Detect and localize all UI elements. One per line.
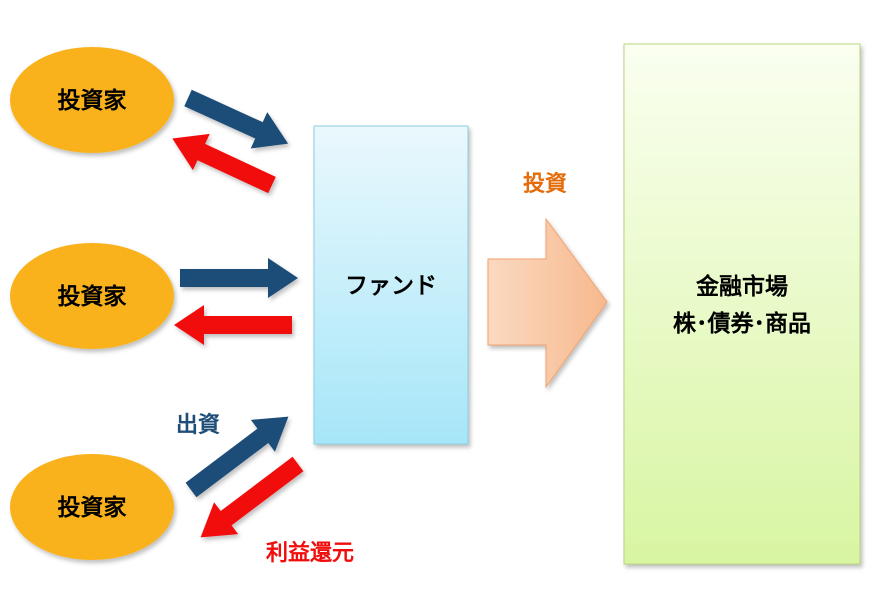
- market-label-line1: 金融市場: [695, 273, 788, 300]
- investor-label-3: 投資家: [58, 494, 127, 521]
- arrow-right-icon: [180, 258, 298, 298]
- investor-label-1: 投資家: [58, 87, 127, 114]
- profit-return-label: 利益還元: [266, 540, 354, 566]
- fund-label: ファンド: [345, 273, 437, 299]
- contribution-arrow-3: [185, 416, 289, 498]
- investor-node-1: [10, 47, 174, 153]
- arrow-left-icon: [174, 305, 292, 345]
- return-arrow-2: [174, 305, 292, 345]
- contribution-label: 出資: [176, 412, 220, 438]
- fund-box: [313, 125, 469, 445]
- return-arrow-3: [200, 456, 304, 538]
- market-label-line2: 株･債券･商品: [673, 310, 811, 337]
- arrow-left-icon: [200, 456, 304, 538]
- arrow-left-icon: [172, 133, 276, 194]
- return-arrow-1: [172, 133, 276, 194]
- market-box: [623, 43, 861, 565]
- large-arrow-right-icon: [487, 217, 608, 389]
- contribution-arrow-2: [180, 258, 298, 298]
- investor-node-3: [10, 454, 174, 560]
- investor-node-2: [10, 243, 174, 349]
- arrow-right-icon: [184, 89, 289, 149]
- investor-label-2: 投資家: [58, 283, 127, 310]
- invest-label: 投資: [523, 171, 567, 197]
- contribution-arrow-1: [184, 89, 289, 149]
- arrow-right-icon: [185, 416, 289, 498]
